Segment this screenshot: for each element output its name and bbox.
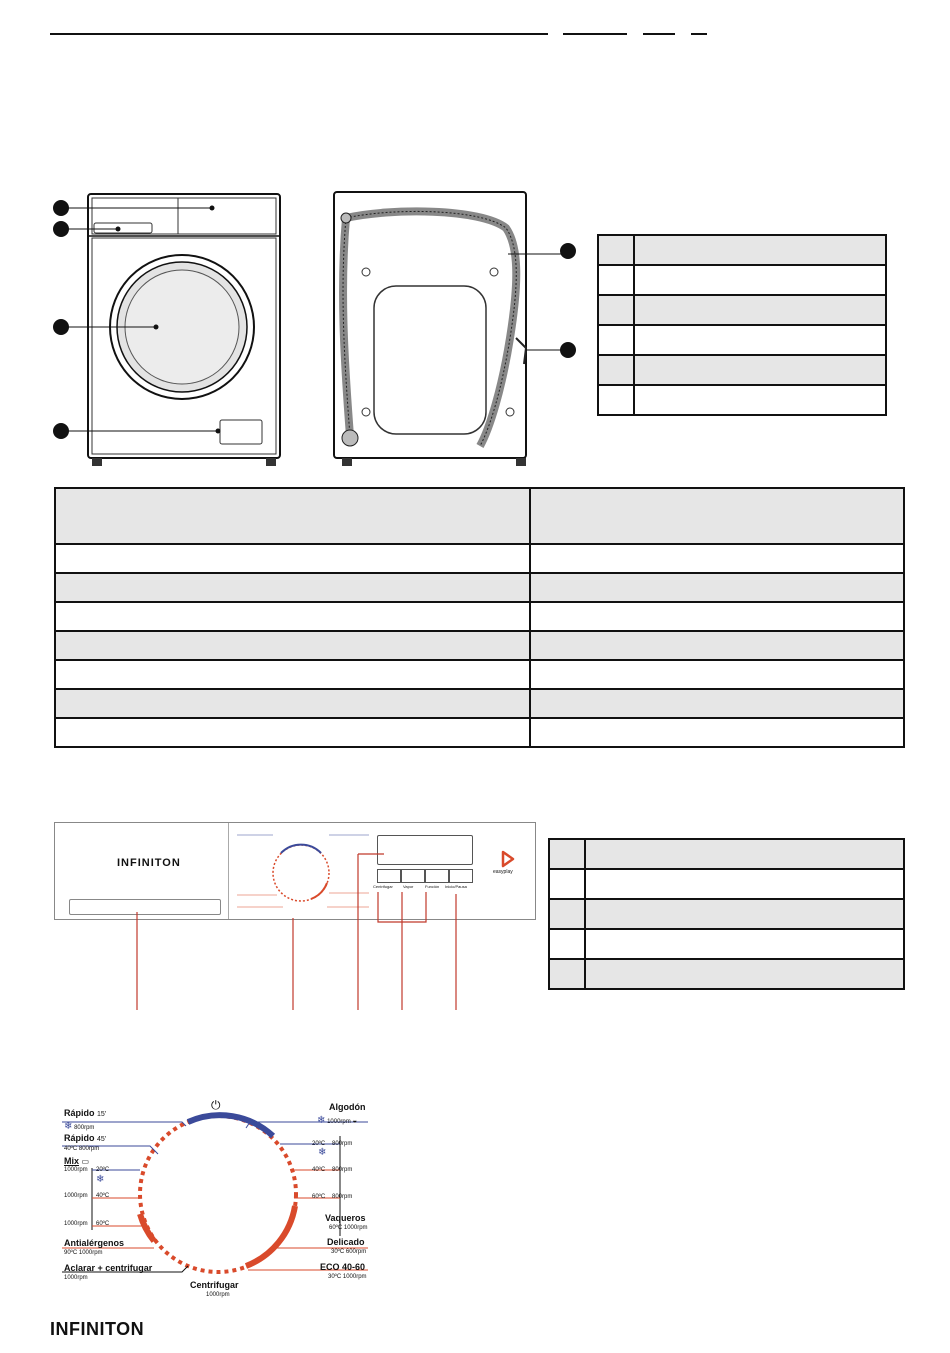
program-eco-detail: 30ºC 1000rpm — [328, 1274, 367, 1280]
program-name: Mix — [64, 1156, 80, 1166]
snowflake-icon: ❄ — [318, 1147, 327, 1158]
washer-back-illustration — [333, 191, 562, 466]
mix-rpm-1: 1000rpm — [64, 1167, 88, 1173]
algodon-rpm-3: 800rpm — [332, 1194, 353, 1200]
program-antialergenos[interactable]: Antialérgenos — [64, 1238, 125, 1248]
program-rapido-45[interactable]: Rápido 45' — [64, 1133, 106, 1143]
display-screen — [377, 835, 473, 865]
table-row — [597, 294, 887, 326]
table-row — [54, 487, 905, 545]
table-row — [548, 868, 905, 900]
table-row — [548, 958, 905, 990]
program-suffix: 45' — [97, 1136, 107, 1143]
header-rule-4 — [691, 33, 707, 35]
easyplay-icon — [501, 850, 515, 868]
panel-divider — [228, 823, 229, 919]
table-row — [54, 543, 905, 574]
program-algodon-detail: ❄ 1000rpm ◒ — [317, 1115, 357, 1126]
program-detail: 1000rpm — [327, 1119, 351, 1125]
program-name: Rápido — [64, 1108, 95, 1118]
table-row — [548, 838, 905, 870]
panel-logo: INFINITON — [117, 857, 181, 869]
algodon-rpm-2: 800rpm — [332, 1167, 353, 1173]
program-name: Rápido — [64, 1133, 95, 1143]
program-aclarar-detail: 1000rpm — [64, 1275, 88, 1281]
button-label-inicio-pausa: Inicio/Pausa — [445, 884, 467, 889]
program-algodon[interactable]: Algodón — [329, 1102, 366, 1112]
table-row — [597, 354, 887, 386]
table-row — [54, 572, 905, 603]
mix-rpm-3: 1000rpm — [64, 1221, 88, 1227]
parts-legend-table — [597, 234, 887, 416]
callout-2 — [53, 221, 69, 237]
header-rule-1 — [50, 33, 548, 35]
mix-temp-1: 20ºC — [96, 1167, 110, 1173]
program-delicado-detail: 30ºC 600rpm — [331, 1249, 367, 1255]
mix-rpm-2: 1000rpm — [64, 1193, 88, 1199]
program-vaqueros-detail: 60ºC 1000rpm — [329, 1225, 368, 1231]
callout-4 — [53, 423, 69, 439]
table-row — [54, 630, 905, 661]
program-vaqueros[interactable]: Vaqueros — [325, 1213, 366, 1223]
program-eco[interactable]: ECO 40-60 — [320, 1262, 366, 1272]
program-dial[interactable] — [58, 1096, 378, 1306]
footer-logo: INFINITON — [50, 1319, 145, 1339]
panel-legend-table — [548, 838, 905, 990]
callout-5 — [560, 243, 576, 259]
snowflake-icon: ❄ — [64, 1121, 73, 1132]
program-centrifugar-detail: 1000rpm — [206, 1292, 230, 1298]
program-centrifugar[interactable]: Centrifugar — [190, 1280, 239, 1290]
mini-dial[interactable] — [233, 827, 373, 917]
table-row — [597, 264, 887, 296]
program-rapido-45-detail: 40ºC 800rpm — [64, 1146, 100, 1152]
table-row — [54, 688, 905, 719]
prewash-icon: ◒ — [352, 1116, 358, 1125]
washer-front-illustration — [62, 193, 281, 466]
table-row — [597, 324, 887, 356]
button-funcion[interactable] — [425, 869, 449, 883]
program-antialergenos-detail: 90ºC 1000rpm — [64, 1250, 103, 1256]
easyplay-label: easyplay — [493, 869, 513, 875]
program-mix[interactable]: Mix ▭ — [64, 1156, 89, 1166]
shirt-icon: ▭ — [81, 1157, 90, 1166]
callout-1 — [53, 200, 69, 216]
button-label-centrifugar: Centrifugar — [373, 884, 393, 889]
button-label-vapor: Vapor — [403, 884, 414, 889]
algodon-temp-2: 40ºC — [312, 1167, 326, 1173]
detergent-drawer-handle[interactable] — [69, 899, 221, 915]
panel-lead-lines — [136, 853, 457, 1010]
snowflake-icon: ❄ — [96, 1174, 105, 1185]
callout-3 — [53, 319, 69, 335]
button-label-funcion: Función — [425, 884, 440, 889]
specifications-table — [54, 487, 905, 748]
table-row — [548, 898, 905, 930]
table-row — [54, 717, 905, 748]
program-rapido-15[interactable]: Rápido 15' — [64, 1108, 106, 1118]
callout-6 — [560, 342, 576, 358]
table-row — [54, 601, 905, 632]
table-row — [597, 234, 887, 266]
table-row — [54, 659, 905, 690]
snowflake-icon: ❄ — [317, 1115, 326, 1126]
algodon-temp-1: 20ºC — [312, 1141, 326, 1147]
button-centrifugar[interactable] — [377, 869, 401, 883]
button-vapor[interactable] — [401, 869, 425, 883]
table-row — [597, 384, 887, 416]
algodon-rpm-1: 800rpm — [332, 1141, 353, 1147]
program-aclarar-centrifugar[interactable]: Aclarar + centrifugar — [64, 1263, 153, 1273]
algodon-temp-3: 60ºC — [312, 1194, 326, 1200]
table-row — [548, 928, 905, 960]
header-rule-3 — [643, 33, 675, 35]
button-inicio-pausa[interactable] — [449, 869, 473, 883]
program-rapido-15-detail: ❄ 800rpm — [64, 1121, 94, 1132]
program-delicado[interactable]: Delicado — [327, 1237, 365, 1247]
power-icon[interactable]: ⏻ — [211, 1098, 221, 1112]
program-detail: 800rpm — [74, 1125, 95, 1131]
header-rule-2 — [563, 33, 627, 35]
program-suffix: 15' — [97, 1111, 107, 1118]
mix-temp-3: 60ºC — [96, 1221, 110, 1227]
mix-temp-2: 40ºC — [96, 1193, 110, 1199]
